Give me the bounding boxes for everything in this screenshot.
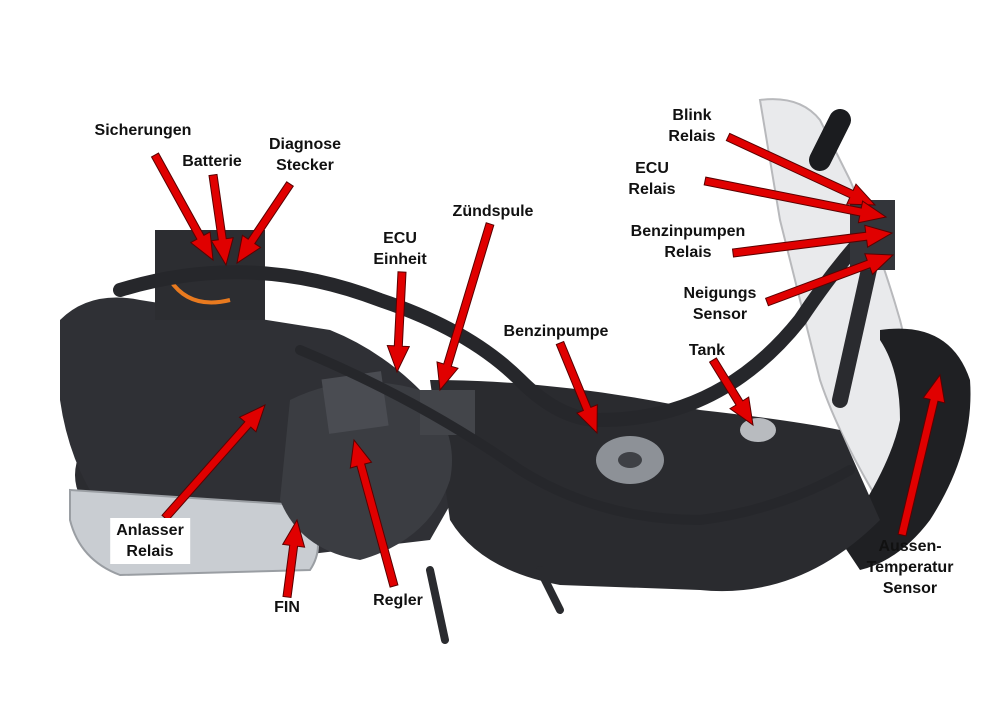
rear-chrome-cover: [69, 488, 319, 577]
kickstand-2: [536, 566, 564, 614]
label-regler: Regler: [373, 592, 423, 609]
orange-wiring: [168, 278, 231, 305]
fuel-pump-center: [618, 452, 642, 468]
tank-cap: [740, 418, 776, 442]
label-ecu-einheit: ECU Einheit: [373, 230, 427, 268]
arrow-aussen-temperatur-sensor: [897, 373, 946, 537]
label-benzinpumpen-relais: Benzinpumpen Relais: [630, 223, 746, 261]
kickstand: [426, 566, 449, 644]
arrow-diagnose-stecker: [236, 181, 294, 265]
label-blink-relais: Blink Relais: [668, 107, 716, 145]
arrow-fin: [281, 518, 306, 599]
label-fin: FIN: [274, 599, 300, 616]
label-batterie: Batterie: [182, 153, 242, 170]
label-benzinpumpe: Benzinpumpe: [503, 323, 609, 340]
arrow-anlasser-relais: [161, 404, 266, 522]
label-anlasser-relais: Anlasser Relais: [110, 518, 190, 564]
label-zuendspule: Zündspule: [452, 203, 534, 220]
label-neigungs-sensor: Neigungs Sensor: [683, 285, 757, 323]
arrow-ecu-einheit: [386, 271, 411, 374]
arrow-zuendspule: [436, 222, 495, 392]
handlebar-grip: [809, 109, 851, 171]
arrow-benzinpumpe: [555, 340, 598, 435]
label-sicherungen: Sicherungen: [94, 122, 192, 139]
arrow-neigungs-sensor: [764, 253, 895, 307]
arrow-layer: [150, 132, 946, 599]
arrow-sicherungen: [150, 152, 214, 262]
label-aussen-temperatur-sensor: Aussen- Temperatur Sensor: [866, 538, 954, 597]
label-ecu-relais: ECU Relais: [628, 160, 676, 198]
arrow-tank: [708, 357, 754, 427]
arrow-batterie: [208, 173, 234, 267]
frame-tube-lower: [295, 345, 855, 526]
label-diagnose-stecker: Diagnose Stecker: [268, 136, 342, 174]
arrow-ecu-relais: [703, 176, 888, 224]
scooter-photo: [60, 98, 971, 644]
arrow-blink-relais: [725, 132, 877, 206]
label-tank: Tank: [688, 342, 726, 359]
arrow-benzinpumpen-relais: [731, 224, 894, 258]
arrow-regler: [349, 438, 399, 588]
frame-tube-upper: [113, 213, 887, 428]
